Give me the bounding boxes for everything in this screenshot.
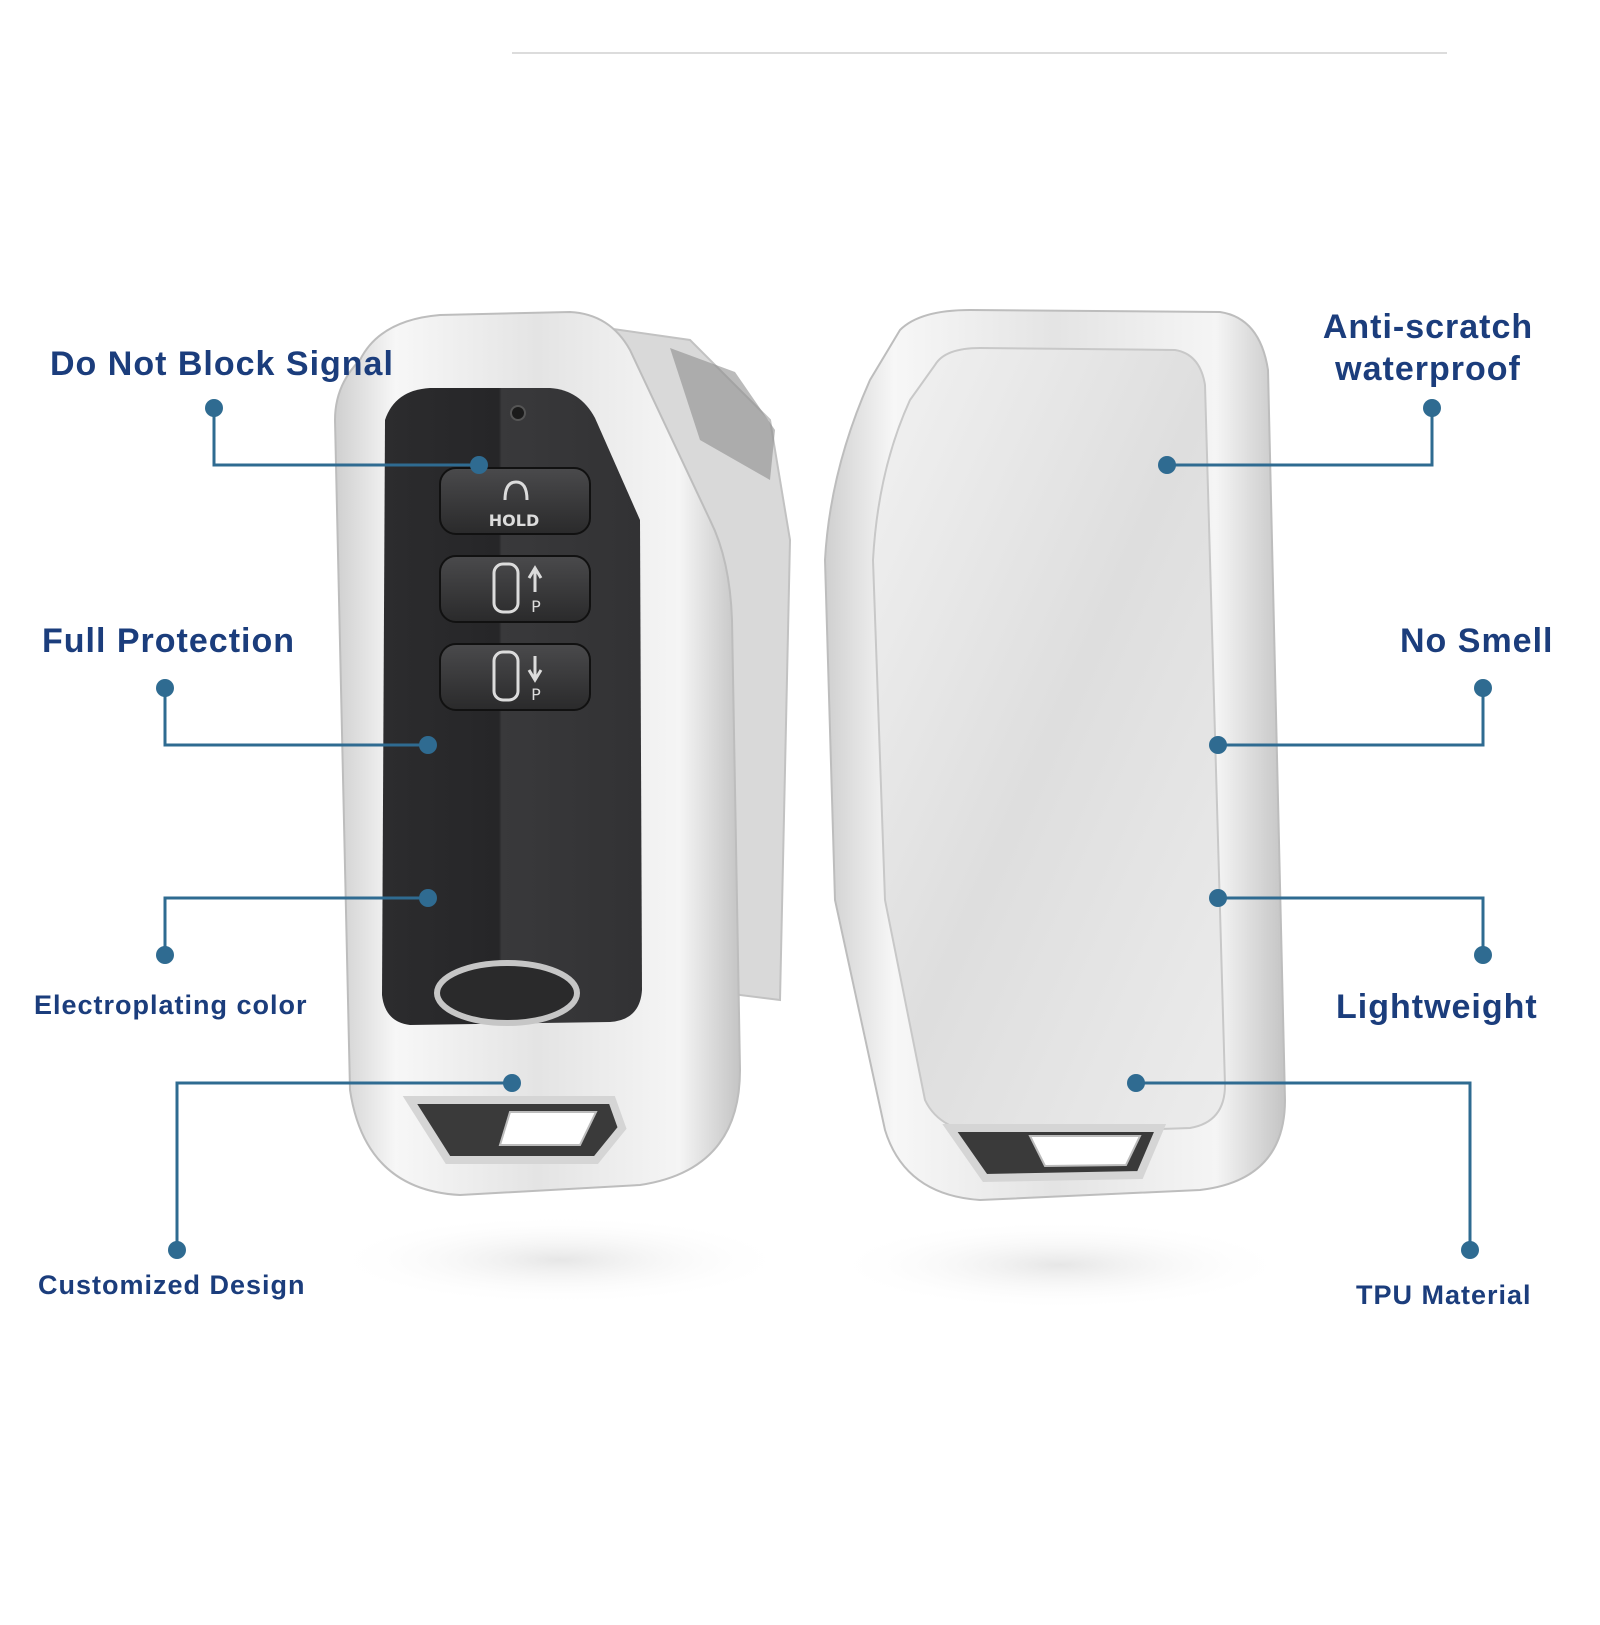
callout-dot-lightweight-start	[1209, 889, 1227, 907]
car-door-icon-1	[492, 562, 520, 614]
arrow-down-icon	[527, 656, 543, 683]
callout-dot-customized-start	[503, 1074, 521, 1092]
callout-dot-anti-scratch-end	[1423, 399, 1441, 417]
park-down-label: P	[531, 685, 541, 704]
label-anti-scratch: Anti-scratch	[1322, 308, 1534, 346]
callout-line-protection	[163, 688, 428, 747]
callout-dot-electroplating-end	[156, 946, 174, 964]
callout-dot-lightweight-end	[1474, 946, 1492, 964]
callout-dot-customized-end	[168, 1241, 186, 1259]
label-tpu-material: TPU Material	[1356, 1280, 1532, 1310]
park-up-label: P	[531, 597, 541, 616]
callout-dot-anti-scratch-start	[1158, 456, 1176, 474]
car-door-icon-2	[492, 650, 520, 702]
callout-dot-protection-start	[419, 736, 437, 754]
logo-oval	[434, 960, 580, 1026]
label-lightweight: Lightweight	[1336, 988, 1538, 1026]
key-fob-front: HOLD P P	[333, 310, 792, 1197]
reflection-right	[830, 1220, 1290, 1310]
reflection-left	[330, 1215, 790, 1305]
callout-dot-signal-end	[205, 399, 223, 417]
hold-button-shape	[439, 467, 591, 535]
label-no-smell: No Smell	[1400, 622, 1554, 660]
top-divider	[512, 52, 1447, 54]
arrow-up-icon	[527, 565, 543, 592]
label-do-not-block-signal: Do Not Block Signal	[50, 345, 394, 383]
label-waterproof: waterproof	[1335, 350, 1521, 388]
key-fob-back	[823, 308, 1287, 1202]
callout-dot-signal-start	[470, 456, 488, 474]
callout-dot-electroplating-start	[419, 889, 437, 907]
label-anti-scratch-waterproof: Anti-scratch waterproof	[1308, 306, 1548, 390]
back-key-ring-opening	[1028, 1135, 1142, 1168]
label-customized-design: Customized Design	[38, 1270, 306, 1300]
callout-line-no-smell	[1218, 688, 1485, 747]
led-indicator	[510, 405, 526, 421]
callout-line-electroplating	[163, 896, 428, 955]
callout-line-signal	[212, 408, 479, 467]
hold-button-label: HOLD	[489, 511, 539, 530]
callout-line-customized	[175, 1081, 512, 1250]
callout-line-tpu	[1136, 1081, 1472, 1250]
callout-dot-protection-end	[156, 679, 174, 697]
key-ring-opening	[498, 1111, 598, 1146]
callout-dot-tpu-end	[1461, 1241, 1479, 1259]
callout-line-lightweight	[1218, 896, 1485, 955]
callout-dot-no-smell-start	[1209, 736, 1227, 754]
hold-arc-icon	[503, 480, 529, 501]
back-face-panel	[871, 346, 1227, 1137]
callout-dot-no-smell-end	[1474, 679, 1492, 697]
door-open-button-shape	[439, 555, 591, 623]
door-close-button-shape	[439, 643, 591, 711]
label-electroplating-color: Electroplating color	[34, 990, 308, 1020]
label-full-protection: Full Protection	[42, 622, 295, 660]
callout-dot-tpu-start	[1127, 1074, 1145, 1092]
fob-top-button-cap	[670, 348, 775, 480]
callout-line-anti-scratch	[1167, 408, 1434, 467]
